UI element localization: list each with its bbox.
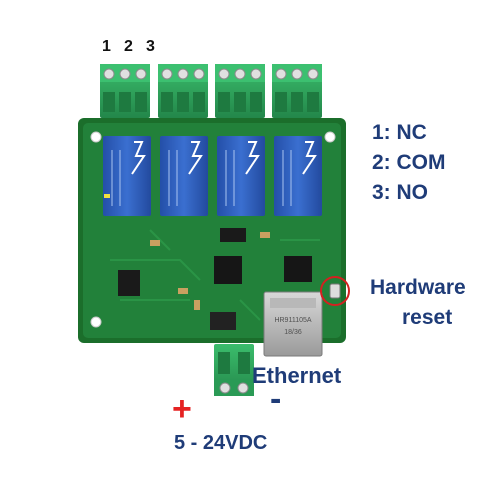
legend-item-nc: 1: NC [372,121,427,144]
terminal-block-1 [100,64,150,118]
relay-3 [217,136,265,216]
minus-sign: - [270,380,282,418]
logic-chip [118,270,140,296]
mounting-hole [90,316,102,328]
microcontroller-chip [214,256,242,284]
capacitor [150,240,160,246]
pin-number-2: 2 [124,38,133,55]
terminal-block-3 [215,64,265,118]
pin-number-1: 1 [102,38,111,55]
voltage-label: 5 - 24VDC [174,432,268,454]
legend-item-no: 3: NO [372,181,429,204]
reset-highlight-ring [320,276,350,306]
legend-item-com: 2: COM [372,151,446,174]
components [104,194,341,330]
ethernet-jack: HR911105A 18/36 [263,291,323,357]
pin-legend: 1: NC 2: COM 3: NO [372,118,446,208]
terminal-block-2 [158,64,208,118]
reset-callout-line2: reset [402,306,453,329]
plus-sign: + [172,390,192,428]
mounting-hole [324,131,336,143]
led [104,194,110,198]
terminal-blocks-top [100,64,322,118]
relay-driver-chip [220,228,246,242]
relay-1 [103,136,151,216]
mounting-hole [90,131,102,143]
capacitor [194,300,200,310]
reset-button [329,283,341,299]
jack-text-1: HR911105A [274,317,311,324]
ethernet-controller-chip [284,256,312,282]
terminal-block-4 [272,64,322,118]
reset-callout-line1: Hardware [370,276,466,299]
relay-4 [274,136,322,216]
pin-number-3: 3 [146,38,155,55]
capacitor [260,232,270,238]
relays [103,136,322,216]
regulator [210,312,236,330]
power-terminal [214,344,254,396]
relay-2 [160,136,208,216]
jack-text-2: 18/36 [284,329,302,336]
ethernet-label: Ethernet [252,363,342,388]
capacitor [178,288,188,294]
